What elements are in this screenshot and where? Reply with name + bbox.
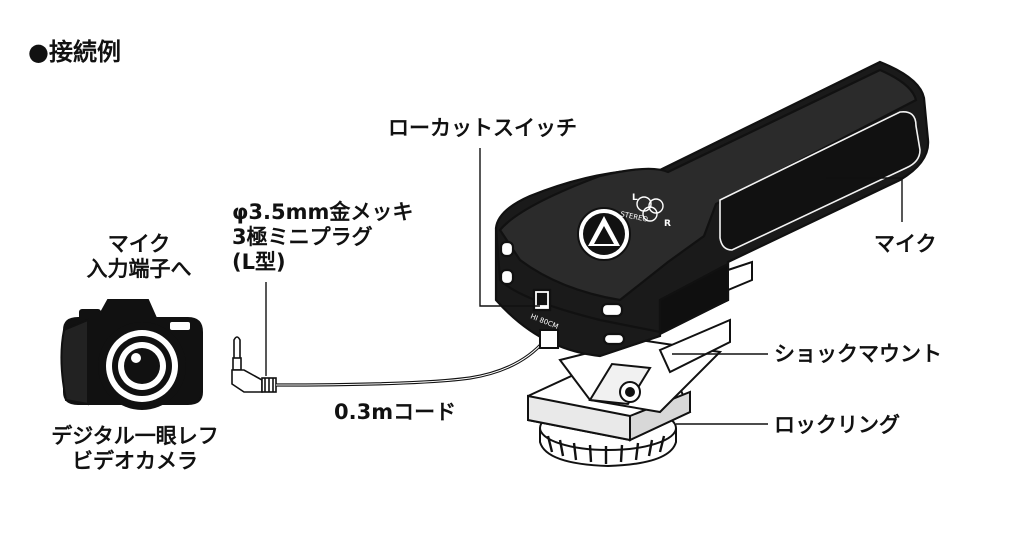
plug-label-line-3: (L型) bbox=[232, 250, 286, 274]
mic-input-label: マイク 入力端子へ bbox=[54, 232, 224, 282]
locking-ring-label: ロックリング bbox=[774, 413, 900, 437]
plug-label: φ3.5mm金メッキ 3極ミニプラグ (L型) bbox=[232, 200, 413, 275]
plug-label-line-2: 3極ミニプラグ bbox=[232, 225, 373, 249]
shock-mount-arms bbox=[539, 260, 753, 349]
cord-label: 0.3mコード bbox=[334, 400, 457, 424]
shock-mount bbox=[558, 318, 731, 414]
mini-plug bbox=[231, 336, 277, 393]
stereo-indicator-icon bbox=[636, 196, 664, 222]
camera-lens bbox=[98, 322, 186, 410]
plug-label-line-1: φ3.5mm金メッキ bbox=[232, 200, 414, 224]
camera-label-line-1: デジタル一眼レフ bbox=[51, 424, 219, 448]
lowcut-switch-label: ローカットスイッチ bbox=[388, 116, 577, 140]
mic-label: マイク bbox=[874, 232, 937, 256]
right-mark: R bbox=[664, 219, 671, 229]
leader-lines bbox=[479, 148, 903, 425]
microphone-body bbox=[494, 60, 930, 358]
camera-label: デジタル一眼レフ ビデオカメラ bbox=[20, 424, 250, 474]
camera-label-line-2: ビデオカメラ bbox=[72, 449, 198, 473]
brand-logo bbox=[577, 207, 631, 261]
shock-mount-label: ショックマウント bbox=[774, 342, 942, 366]
page-title: ●接続例 bbox=[28, 38, 121, 66]
mic-input-label-line-2: 入力端子へ bbox=[86, 257, 192, 281]
left-mark: L bbox=[632, 193, 638, 203]
cable bbox=[275, 338, 547, 387]
mic-input-label-line-1: マイク bbox=[107, 232, 171, 256]
